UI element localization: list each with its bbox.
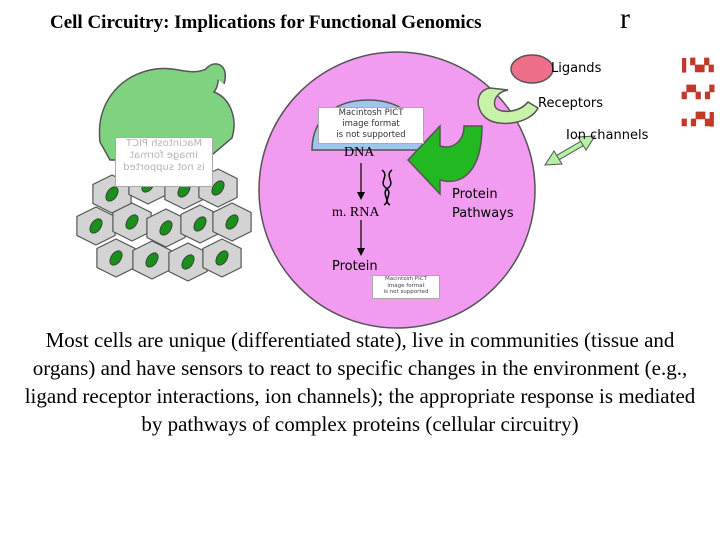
title-stray-glyph: r <box>620 2 630 35</box>
tissue-cell-nucleus <box>215 250 229 266</box>
receptor-icon <box>477 87 539 125</box>
pict-placeholder-organ: Macintosh PICT image format is not suppo… <box>115 137 213 187</box>
dna-helix-icon <box>381 169 393 206</box>
tissue-cell-nucleus <box>89 218 103 234</box>
tissue-cell-nucleus <box>145 252 159 268</box>
caption-text: Most cells are unique (differentiated st… <box>24 328 696 436</box>
pict-placeholder-nucleus: Macintosh PICT image format is not suppo… <box>318 107 424 144</box>
pathway-arrow-icon <box>406 124 483 196</box>
pict-line: Macintosh PICT <box>125 138 203 149</box>
pict-line: image format <box>342 119 400 129</box>
label-receptors: Receptors <box>538 96 604 111</box>
tissue-cell-nucleus <box>211 180 225 196</box>
label-protein-pathways-line2: Pathways <box>452 206 514 221</box>
pict-line: is not supported <box>336 130 406 140</box>
pict-line: is not supported <box>123 162 205 173</box>
label-ligands: Ligands <box>551 61 602 76</box>
pict-line: is not supported <box>383 289 429 295</box>
tissue-cell-nucleus <box>109 250 123 266</box>
ligand-icon <box>510 54 554 84</box>
tissue-cell-nucleus <box>225 214 239 230</box>
slide-title: Cell Circuitry: Implications for Functio… <box>50 12 482 33</box>
pict-line: image format <box>130 150 198 161</box>
label-dna: DNA <box>344 145 375 160</box>
label-mrna: m. RNA <box>332 205 380 220</box>
label-protein-pathways-line1: Protein <box>452 187 498 202</box>
pict-line: Macintosh PICT <box>385 276 427 282</box>
pict-line: image format <box>387 282 425 289</box>
pict-placeholder-protein: Macintosh PICT image format is not suppo… <box>372 275 440 299</box>
tissue-cell-nucleus <box>181 254 195 270</box>
pict-line: Macintosh PICT <box>338 108 404 118</box>
tissue-cell-nucleus <box>193 216 207 232</box>
tissue-cell-nucleus <box>159 220 173 236</box>
side-decorative-image: ▌▚▞▖▞▚▗▘▖▞▚▌ <box>682 58 719 126</box>
label-protein: Protein <box>332 259 378 274</box>
tissue-cell-nucleus <box>125 214 139 230</box>
ion-channel-icon <box>544 135 596 166</box>
label-ion-channels: Ion channels <box>566 128 649 143</box>
tissue-cell-nucleus <box>105 186 119 202</box>
